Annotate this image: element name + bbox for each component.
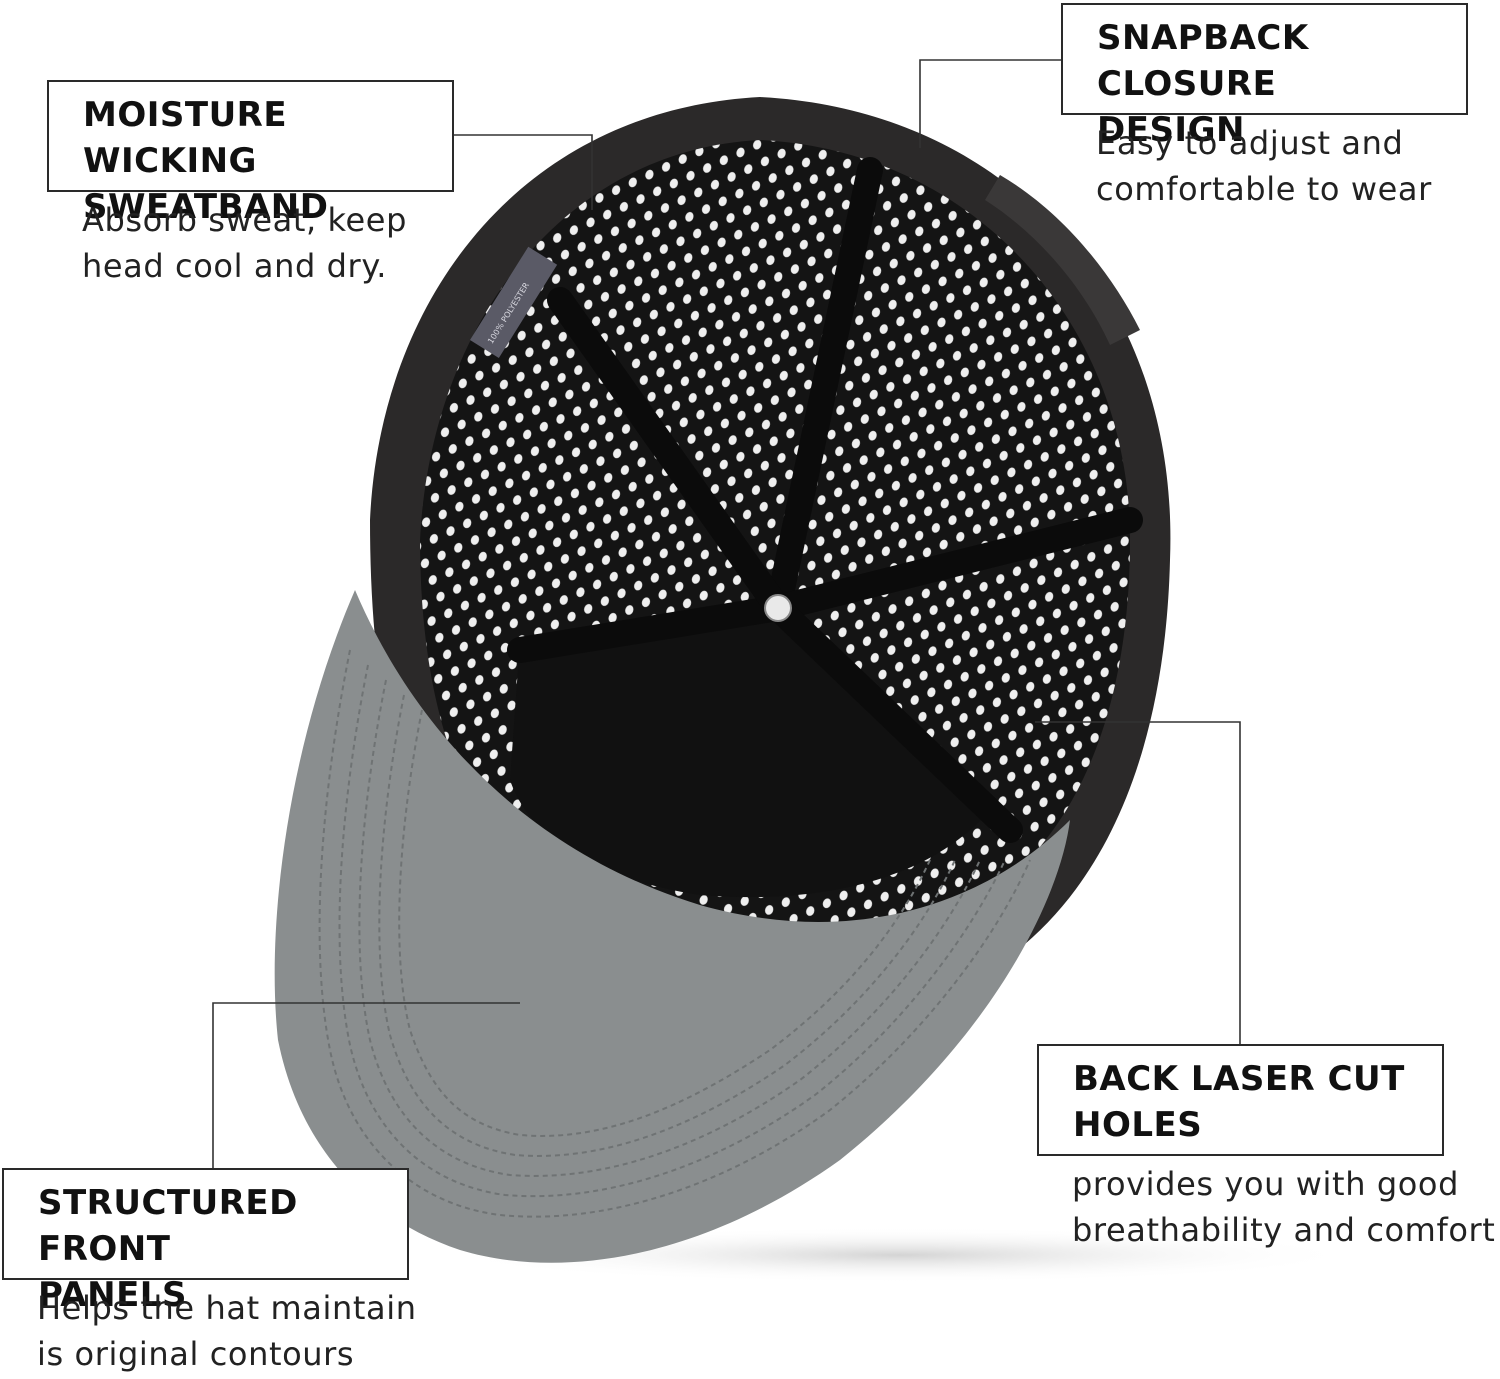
leader-sweatband — [453, 134, 593, 210]
leader-front — [212, 1002, 520, 1168]
snapback-description: Easy to adjust and comfortable to wear — [1096, 124, 1432, 208]
laser-callout-box: BACK LASER CUT HOLES — [1037, 1044, 1444, 1156]
seam-tapes — [507, 157, 1143, 843]
front-callout-box: STRUCTURED FRONT PANELS — [2, 1168, 409, 1315]
brim-stitching — [318, 649, 1031, 1218]
snapback-title: SNAPBACK CLOSURE DESIGN — [1097, 18, 1309, 150]
laser-description: provides you with good breathability and… — [1072, 1165, 1496, 1249]
leader-laser — [1035, 721, 1241, 1045]
snapback-callout-box: SNAPBACK CLOSURE DESIGN — [1061, 3, 1468, 150]
laser-title: BACK LASER CUT HOLES — [1073, 1059, 1405, 1145]
sweatband-title: MOISTURE WICKING SWEATBAND — [83, 95, 329, 227]
snapback-strap — [985, 175, 1140, 345]
crown-button — [764, 594, 792, 622]
brim — [274, 590, 1070, 1263]
sweatband-description: Absorb sweat, keep head cool and dry. — [82, 201, 408, 285]
front-description: Helps the hat maintain is original conto… — [37, 1289, 417, 1373]
front-title: STRUCTURED FRONT PANELS — [38, 1183, 298, 1315]
sweatband-callout-box: MOISTURE WICKING SWEATBAND — [47, 80, 454, 227]
front-panel — [510, 605, 990, 898]
leader-snapback — [919, 59, 1062, 148]
